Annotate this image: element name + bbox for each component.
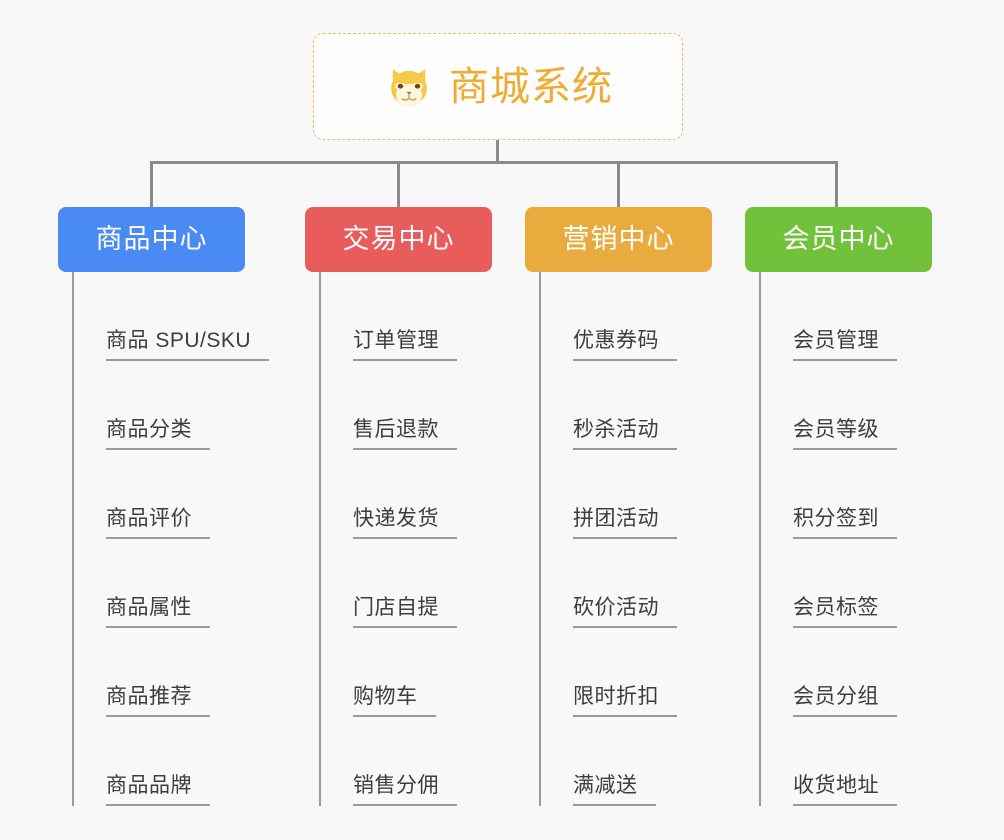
leaf-item[interactable]: 商品评价 — [74, 450, 210, 539]
leaf-item[interactable]: 秒杀活动 — [541, 361, 677, 450]
leaf-item[interactable]: 商品 SPU/SKU — [74, 272, 270, 361]
leaf-item[interactable]: 订单管理 — [321, 272, 457, 361]
branch-spine-3 — [759, 272, 761, 806]
leaf-label: 秒杀活动 — [573, 419, 677, 450]
connector-branch-1-vertical — [150, 161, 153, 207]
connector-root-vertical — [496, 140, 499, 163]
leaf-label: 拼团活动 — [573, 508, 677, 539]
category-card-0[interactable]: 商品中心 — [58, 207, 245, 272]
connector-branch-2-vertical — [397, 161, 400, 207]
leaf-label: 售后退款 — [353, 419, 457, 450]
leaf-item[interactable]: 商品品牌 — [74, 717, 210, 806]
leaf-label: 商品分类 — [106, 419, 210, 450]
leaf-label: 购物车 — [353, 686, 436, 717]
leaf-item[interactable]: 购物车 — [321, 628, 436, 717]
category-label-2: 营销中心 — [562, 224, 675, 254]
leaf-label: 砍价活动 — [573, 597, 677, 628]
branch-spine-1 — [319, 272, 321, 806]
leaf-label: 积分签到 — [793, 508, 897, 539]
leaf-label: 商品属性 — [106, 597, 210, 628]
leaf-item[interactable]: 会员管理 — [761, 272, 897, 361]
leaf-item[interactable]: 商品分类 — [74, 361, 210, 450]
connector-branch-4-vertical — [835, 161, 838, 207]
category-label-1: 交易中心 — [342, 224, 455, 254]
leaf-item[interactable]: 优惠券码 — [541, 272, 677, 361]
leaf-label: 商品评价 — [106, 508, 210, 539]
category-card-1[interactable]: 交易中心 — [305, 207, 492, 272]
leaf-label: 满减送 — [573, 775, 656, 806]
leaf-label: 商品 SPU/SKU — [106, 330, 270, 361]
leaf-label: 会员管理 — [793, 330, 897, 361]
leaf-label: 销售分佣 — [353, 775, 457, 806]
leaf-item[interactable]: 会员分组 — [761, 628, 897, 717]
leaf-item[interactable]: 销售分佣 — [321, 717, 457, 806]
leaf-label: 收货地址 — [793, 775, 897, 806]
connector-branch-3-vertical — [617, 161, 620, 207]
category-label-3: 会员中心 — [782, 224, 895, 254]
connector-horizontal-bus — [150, 161, 838, 164]
root-node-title: 商城系统 — [449, 64, 613, 109]
shiba-dog-face-icon — [391, 68, 427, 106]
leaf-item[interactable]: 满减送 — [541, 717, 656, 806]
leaf-label: 商品推荐 — [106, 686, 210, 717]
leaf-item[interactable]: 收货地址 — [761, 717, 897, 806]
leaf-item[interactable]: 商品推荐 — [74, 628, 210, 717]
leaf-item[interactable]: 积分签到 — [761, 450, 897, 539]
category-card-2[interactable]: 营销中心 — [525, 207, 712, 272]
leaf-item[interactable]: 售后退款 — [321, 361, 457, 450]
leaf-label: 优惠券码 — [573, 330, 677, 361]
leaf-label: 会员标签 — [793, 597, 897, 628]
leaf-item[interactable]: 限时折扣 — [541, 628, 677, 717]
leaf-item[interactable]: 门店自提 — [321, 539, 457, 628]
leaf-item[interactable]: 会员标签 — [761, 539, 897, 628]
leaf-item[interactable]: 拼团活动 — [541, 450, 677, 539]
leaf-item[interactable]: 砍价活动 — [541, 539, 677, 628]
leaf-label: 限时折扣 — [573, 686, 677, 717]
branch-spine-2 — [539, 272, 541, 806]
leaf-label: 订单管理 — [353, 330, 457, 361]
leaf-label: 会员分组 — [793, 686, 897, 717]
leaf-item[interactable]: 商品属性 — [74, 539, 210, 628]
root-node-mall-system[interactable]: 商城系统 — [313, 33, 683, 140]
category-label-0: 商品中心 — [95, 224, 208, 254]
leaf-label: 会员等级 — [793, 419, 897, 450]
leaf-item[interactable]: 会员等级 — [761, 361, 897, 450]
leaf-label: 商品品牌 — [106, 775, 210, 806]
branch-spine-0 — [72, 272, 74, 806]
leaf-item[interactable]: 快递发货 — [321, 450, 457, 539]
leaf-label: 门店自提 — [353, 597, 457, 628]
leaf-label: 快递发货 — [353, 508, 457, 539]
category-card-3[interactable]: 会员中心 — [745, 207, 932, 272]
